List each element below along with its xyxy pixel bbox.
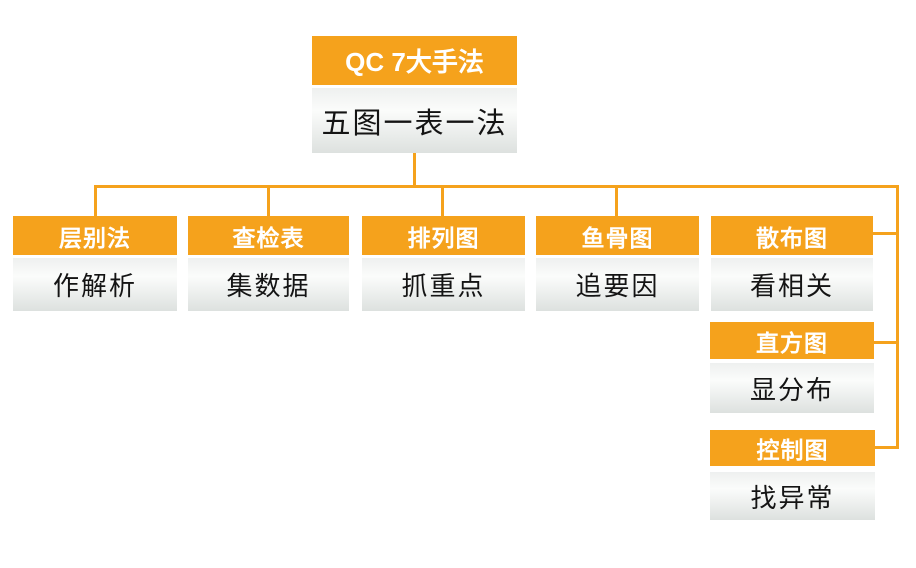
connector-drop-pareto — [441, 187, 444, 216]
connector-drop-fishbone — [615, 187, 618, 216]
node-histogram-title: 直方图 — [710, 322, 874, 359]
node-scatter-title: 散布图 — [711, 216, 873, 255]
connector-drop-stratification — [94, 187, 97, 216]
node-pareto: 排列图 抓重点 — [362, 216, 525, 311]
node-scatter: 散布图 看相关 — [711, 216, 873, 311]
node-fishbone-title: 鱼骨图 — [536, 216, 699, 255]
node-stratification: 层别法 作解析 — [13, 216, 177, 311]
node-pareto-title: 排列图 — [362, 216, 525, 255]
node-fishbone-subtitle: 追要因 — [536, 258, 699, 311]
connector-main-rail — [94, 185, 899, 188]
node-histogram-subtitle: 显分布 — [710, 363, 874, 413]
connector-right-rail — [896, 187, 899, 449]
node-stratification-title: 层别法 — [13, 216, 177, 255]
connector-stub-scatter — [873, 232, 896, 235]
node-control-chart-title: 控制图 — [710, 430, 875, 466]
node-root-subtitle: 五图一表一法 — [312, 88, 517, 153]
connector-stub-control — [875, 446, 896, 449]
connector-root-drop — [413, 153, 416, 186]
node-checksheet-subtitle: 集数据 — [188, 258, 349, 311]
node-control-chart-subtitle: 找异常 — [710, 472, 875, 520]
node-histogram: 直方图 显分布 — [710, 322, 874, 413]
node-checksheet-title: 查检表 — [188, 216, 349, 255]
node-stratification-subtitle: 作解析 — [13, 258, 177, 311]
node-control-chart: 控制图 找异常 — [710, 430, 875, 520]
node-root-title: QC 7大手法 — [312, 36, 517, 85]
node-pareto-subtitle: 抓重点 — [362, 258, 525, 311]
node-root: QC 7大手法 五图一表一法 — [312, 36, 517, 153]
node-checksheet: 查检表 集数据 — [188, 216, 349, 311]
node-scatter-subtitle: 看相关 — [711, 258, 873, 311]
node-fishbone: 鱼骨图 追要因 — [536, 216, 699, 311]
connector-drop-checksheet — [267, 187, 270, 216]
connector-stub-histogram — [874, 341, 896, 344]
